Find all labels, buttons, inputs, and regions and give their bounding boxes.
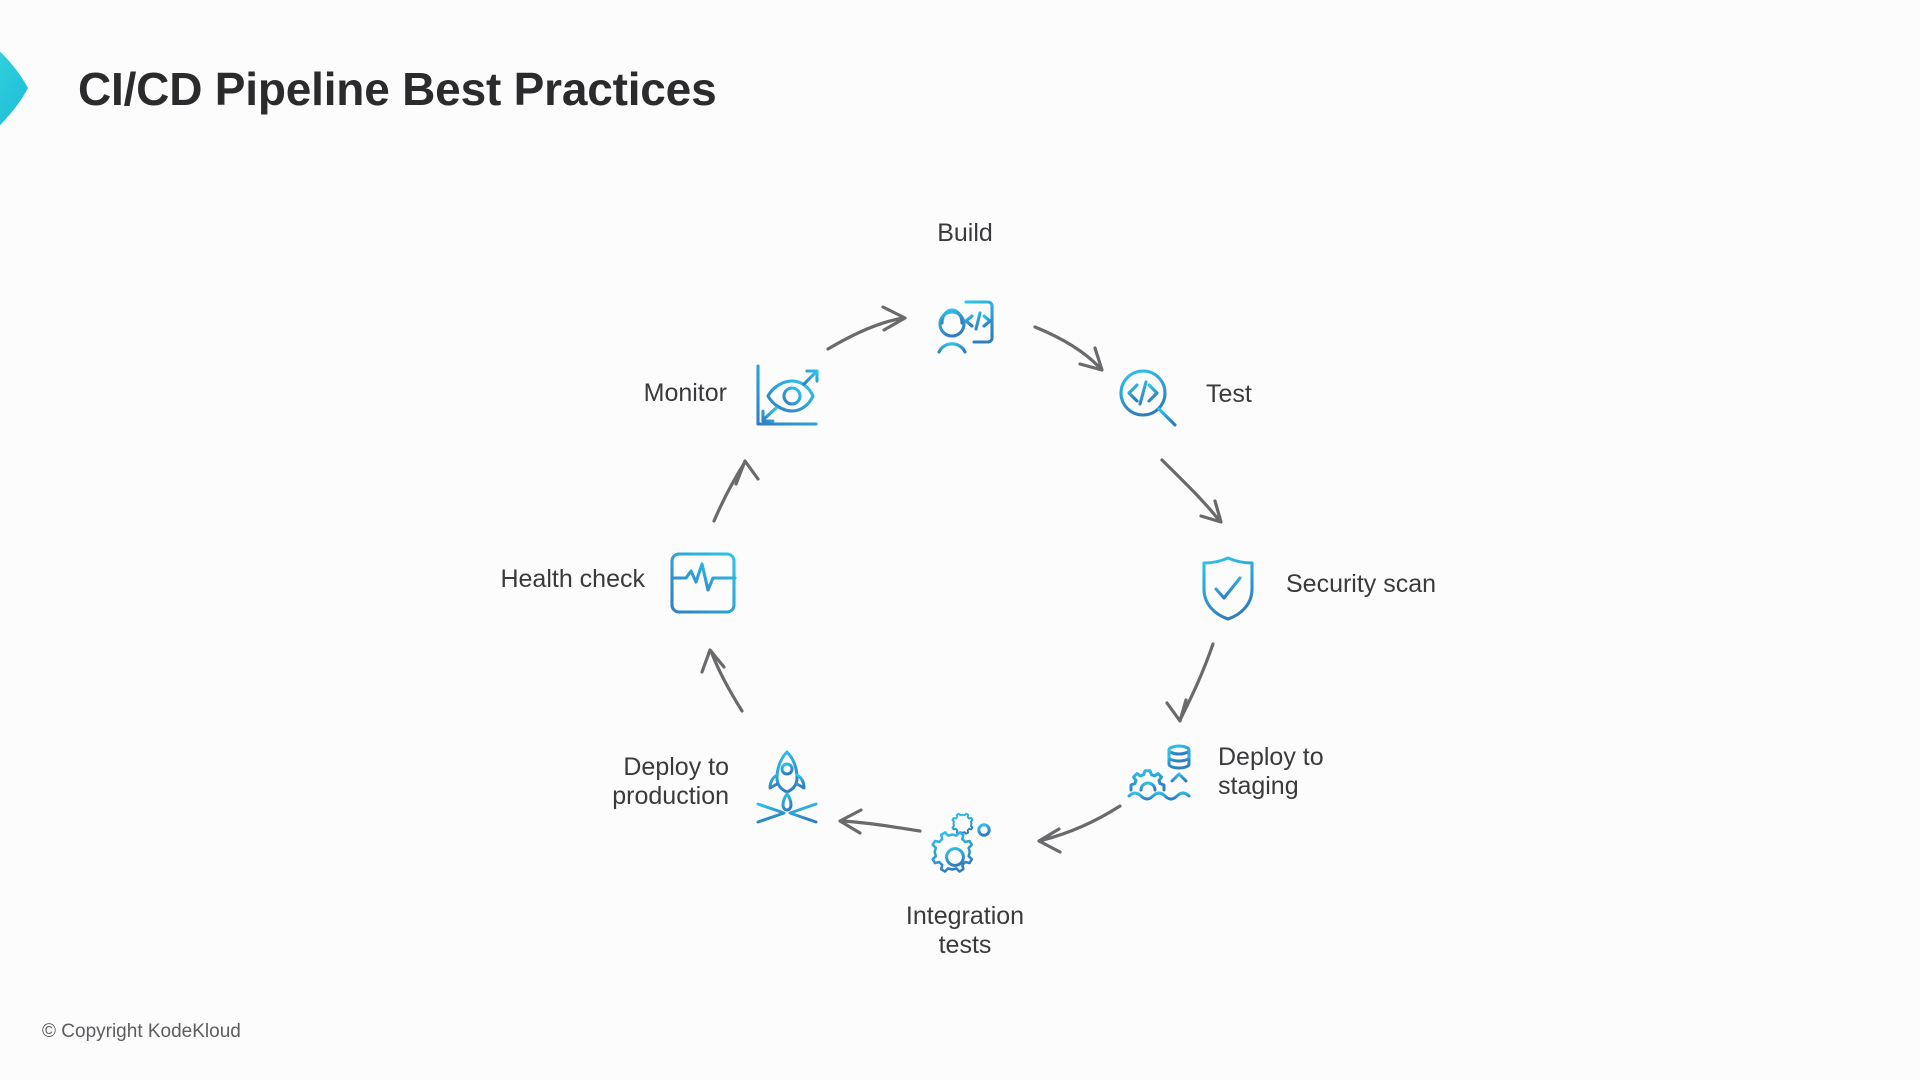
builder-code-document-icon: [922, 282, 1008, 368]
arrow-monitor-to-build: [826, 305, 907, 351]
two-gears-icon: [922, 803, 1008, 889]
arrow-health-check-to-monitor: [712, 459, 760, 523]
pipeline-node-label: Integration tests: [905, 902, 1025, 959]
copyright-notice: © Copyright KodeKloud: [42, 1021, 241, 1042]
pipeline-node-label: Build: [937, 219, 993, 247]
arrow-deploy-staging-to-integration-tests: [1037, 804, 1122, 854]
pipeline-node-label: Monitor: [643, 379, 727, 407]
pipeline-node-label: Security scan: [1286, 570, 1437, 598]
page-title: CI/CD Pipeline Best Practices: [78, 63, 717, 115]
pipeline-node-label: Deploy to staging: [1218, 743, 1324, 800]
arrow-build-to-test: [1033, 325, 1104, 372]
pipeline-node-label: Test: [1206, 380, 1252, 408]
magnifier-code-icon: [1105, 355, 1191, 441]
pipeline-node-label: Health check: [500, 565, 645, 593]
arrow-deploy-production-to-health-check: [700, 648, 744, 713]
eye-chart-trend-icon: [742, 354, 828, 440]
rocket-launch-icon: [744, 742, 830, 828]
arrow-security-scan-to-deploy-staging: [1165, 642, 1215, 723]
shield-check-icon: [1185, 545, 1271, 631]
pipeline-node-label: Deploy to production: [612, 753, 729, 810]
monitor-heartbeat-icon: [660, 540, 746, 626]
gear-waves-database-upload-icon: [1117, 732, 1203, 818]
arrow-test-to-security-scan: [1160, 458, 1223, 524]
arrow-integration-tests-to-deploy-production: [838, 808, 922, 835]
